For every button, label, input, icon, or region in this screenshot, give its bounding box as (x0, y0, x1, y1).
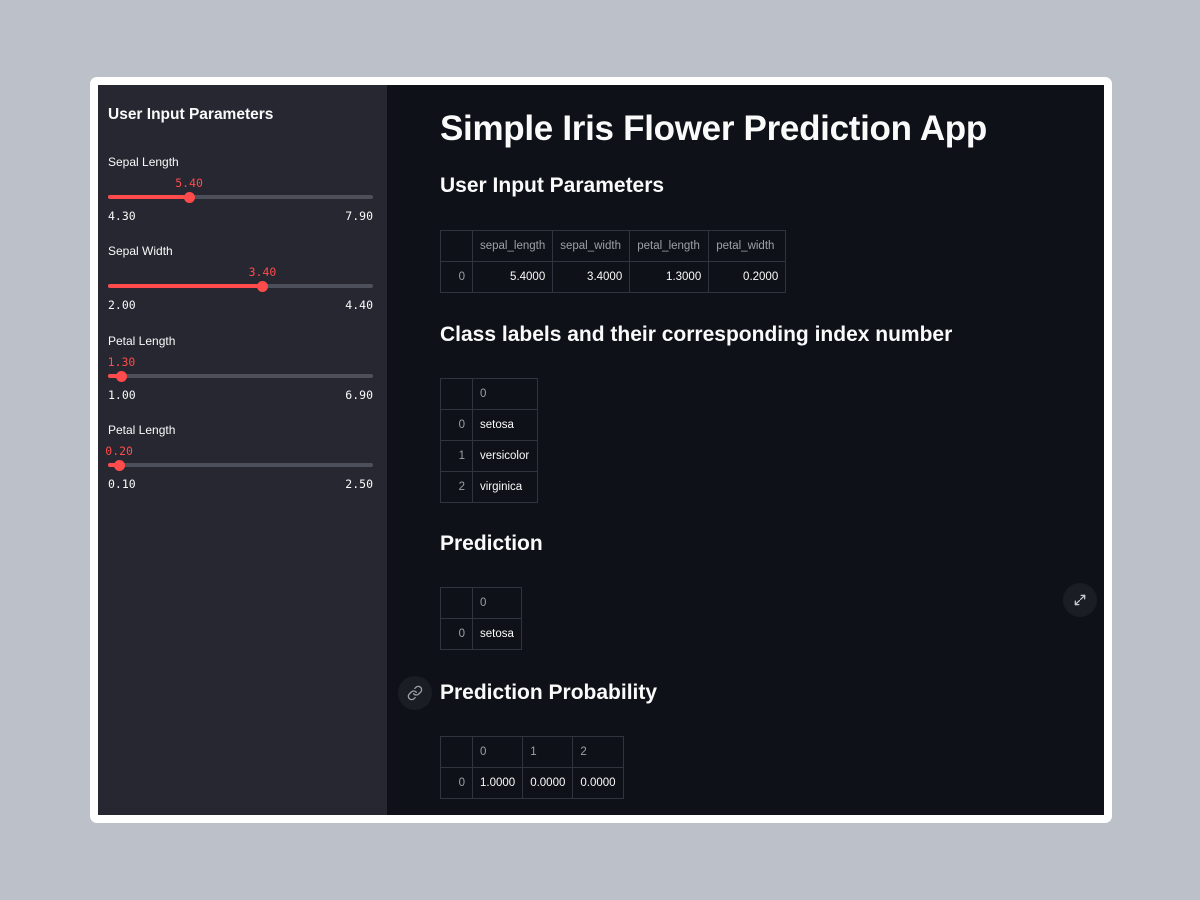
table-index-cell: 0 (440, 618, 473, 650)
slider-label: Petal Length (108, 423, 176, 437)
fullscreen-icon (1074, 594, 1086, 606)
slider-max: 2.50 (345, 477, 373, 491)
table-row: 2 virginica (440, 471, 538, 503)
slider-track[interactable] (108, 459, 373, 471)
table-row: 0 setosa (440, 409, 538, 441)
table-row: 0 5.4000 3.4000 1.3000 0.2000 (440, 261, 787, 293)
slider-track[interactable] (108, 370, 373, 382)
slider-sepal-length: Sepal Length 5.40 4.30 7.90 (108, 155, 373, 235)
table-class-labels[interactable]: 0 0 setosa 1 versicolor 2 virginica (440, 378, 538, 503)
table-index-cell: 1 (440, 440, 473, 472)
slider-fill (108, 195, 190, 199)
slider-value: 1.30 (107, 355, 136, 369)
table-row: 0 1.0000 0.0000 0.0000 (440, 767, 624, 799)
table-cell: 0.2000 (708, 261, 787, 293)
table-header-row: 0 1 2 (440, 736, 624, 768)
table-cell: 3.4000 (552, 261, 631, 293)
slider-value: 5.40 (175, 176, 203, 190)
table-cell: 5.4000 (471, 261, 554, 293)
table-user-input[interactable]: sepal_length sepal_width petal_length pe… (440, 230, 787, 293)
slider-min: 1.00 (108, 388, 136, 402)
slider-thumb[interactable] (183, 191, 195, 203)
sidebar-title: User Input Parameters (108, 106, 274, 123)
table-header-cell: 2 (572, 736, 624, 768)
screenshot-frame: User Input Parameters Sepal Length 5.40 … (90, 77, 1112, 823)
table-cell: 1.3000 (629, 261, 710, 293)
slider-track[interactable] (108, 280, 373, 292)
section-heading-class-labels: Class labels and their corresponding ind… (440, 323, 953, 346)
section-heading-prediction: Prediction (440, 532, 543, 555)
table-row: 1 versicolor (440, 440, 538, 472)
table-header-cell: sepal_width (552, 230, 631, 262)
fullscreen-button[interactable] (1063, 583, 1097, 617)
table-header-cell: 0 (471, 736, 524, 768)
table-prediction-probability[interactable]: 0 1 2 0 1.0000 0.0000 0.0000 (440, 736, 624, 799)
table-cell: setosa (472, 409, 538, 441)
slider-sepal-width: Sepal Width 3.40 2.00 4.40 (108, 244, 373, 324)
table-header-row: sepal_length sepal_width petal_length pe… (440, 230, 787, 262)
table-header-cell: 1 (522, 736, 574, 768)
slider-thumb[interactable] (113, 459, 125, 471)
table-index-cell: 0 (440, 767, 473, 799)
slider-thumb[interactable] (116, 370, 127, 382)
page-title: Simple Iris Flower Prediction App (440, 109, 987, 148)
table-cell: virginica (472, 471, 538, 503)
sidebar: User Input Parameters Sepal Length 5.40 … (98, 85, 387, 815)
table-header-cell (440, 736, 473, 768)
slider-min: 0.10 (108, 477, 136, 491)
table-index-cell: 0 (440, 261, 473, 293)
slider-label: Sepal Length (108, 155, 179, 169)
slider-petal-length: Petal Length 1.30 1.00 6.90 (108, 334, 373, 414)
slider-thumb[interactable] (256, 280, 268, 292)
table-cell: 1.0000 (471, 767, 524, 799)
table-cell: 0.0000 (572, 767, 624, 799)
table-cell: setosa (472, 618, 522, 650)
link-icon (407, 685, 423, 701)
slider-track[interactable] (108, 191, 373, 203)
streamlit-app: User Input Parameters Sepal Length 5.40 … (98, 85, 1104, 815)
slider-fill (108, 374, 122, 378)
section-heading-prediction-probability: Prediction Probability (440, 681, 658, 704)
table-row: 0 setosa (440, 618, 522, 650)
slider-fill (108, 463, 120, 467)
table-header-cell (440, 230, 473, 262)
table-header-row: 0 (440, 378, 538, 410)
table-index-cell: 0 (440, 409, 473, 441)
table-header-row: 0 (440, 587, 522, 619)
slider-label: Petal Length (108, 334, 176, 348)
table-cell: versicolor (472, 440, 538, 472)
table-header-cell: petal_width (708, 230, 787, 262)
table-prediction[interactable]: 0 0 setosa (440, 587, 522, 650)
slider-max: 7.90 (345, 209, 373, 223)
main-content: Simple Iris Flower Prediction App User I… (387, 85, 1104, 815)
table-header-cell (440, 378, 473, 410)
slider-fill (108, 284, 263, 288)
table-header-cell: 0 (472, 587, 522, 619)
slider-min: 2.00 (108, 298, 136, 312)
table-header-cell (440, 587, 473, 619)
table-header-cell: 0 (472, 378, 538, 410)
slider-min: 4.30 (108, 209, 136, 223)
slider-max: 6.90 (345, 388, 373, 402)
table-cell: 0.0000 (522, 767, 574, 799)
slider-label: Sepal Width (108, 244, 173, 258)
slider-value: 3.40 (248, 265, 277, 279)
section-heading-user-input: User Input Parameters (440, 174, 665, 197)
table-header-cell: sepal_length (471, 230, 554, 262)
table-index-cell: 2 (440, 471, 473, 503)
table-header-cell: petal_length (629, 230, 710, 262)
heading-anchor-link-button[interactable] (398, 676, 432, 710)
slider-petal-width: Petal Length 0.20 0.10 2.50 (105, 423, 373, 503)
slider-value: 0.20 (105, 444, 133, 458)
slider-max: 4.40 (345, 298, 373, 312)
